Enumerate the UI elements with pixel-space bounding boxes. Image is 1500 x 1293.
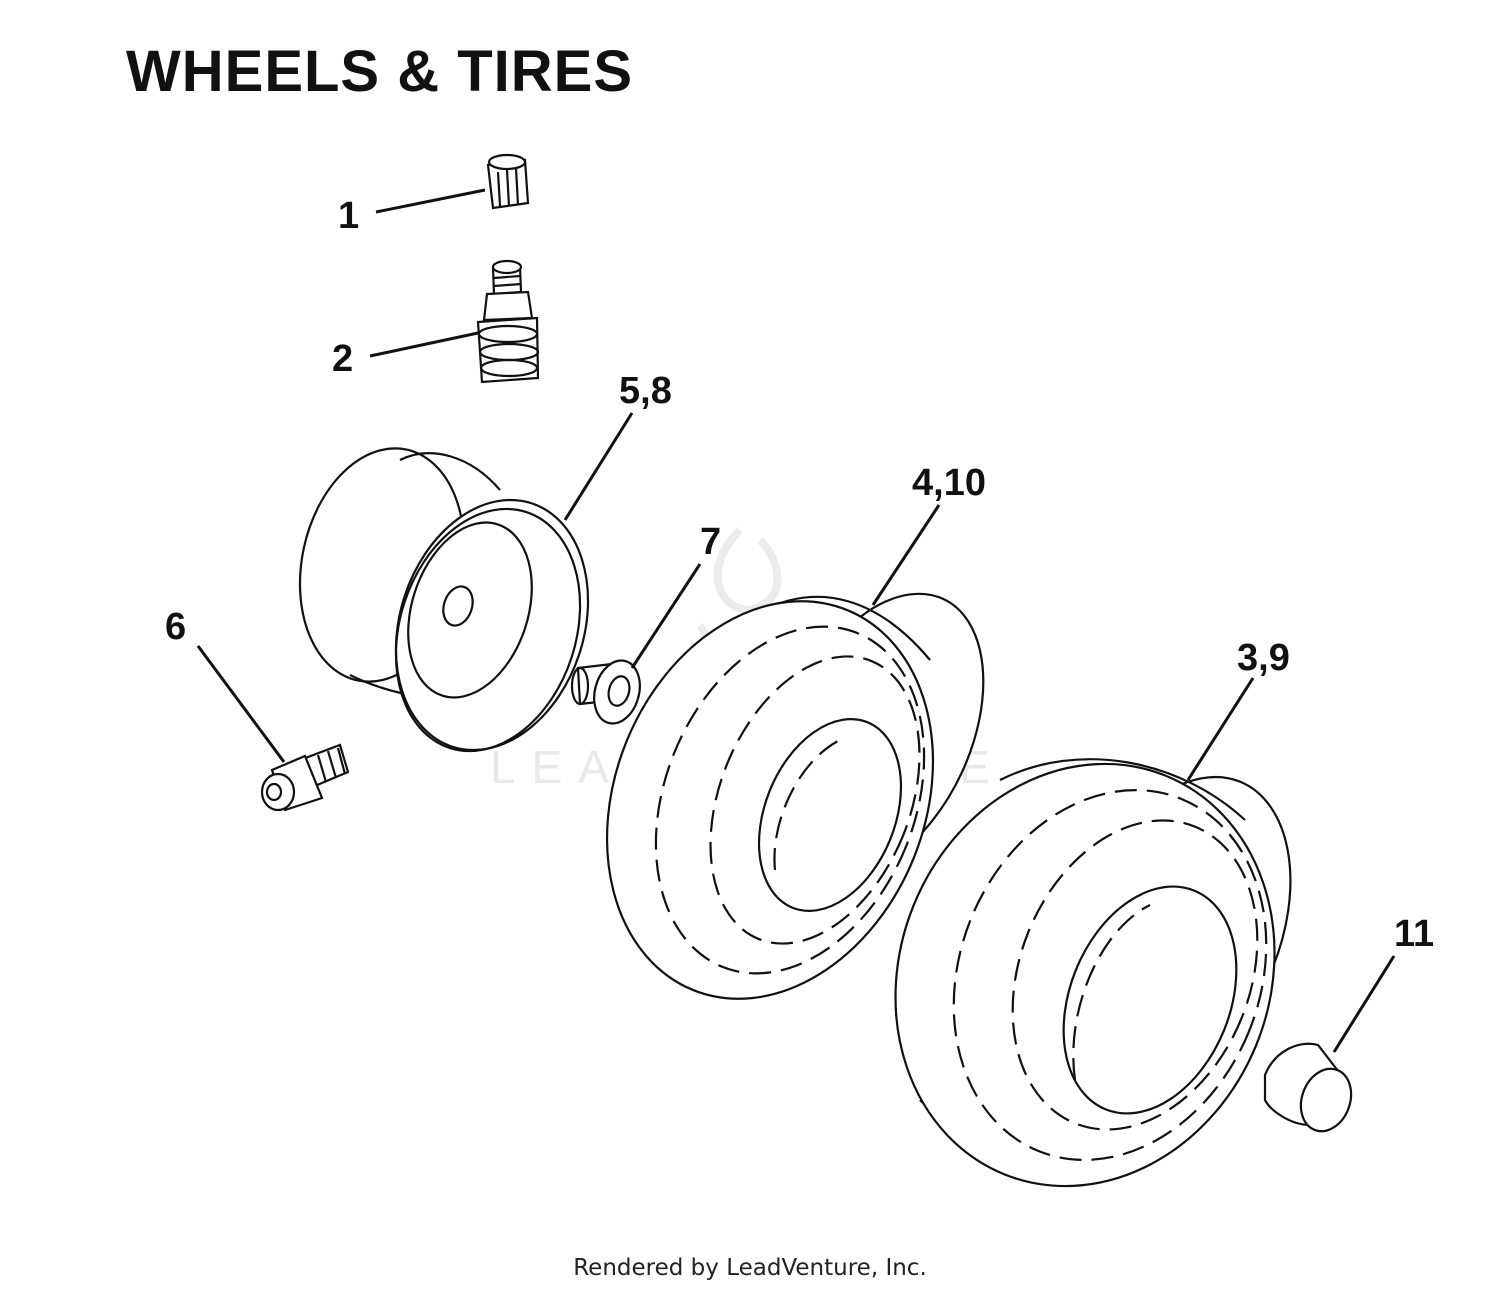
page-title: WHEELS & TIRES xyxy=(126,39,634,104)
leader-line-5-8 xyxy=(563,412,634,521)
leader-line-3-9 xyxy=(1186,677,1255,781)
leader-lines xyxy=(196,188,1396,1053)
wheel-rim-part[interactable] xyxy=(279,433,619,775)
leader-line-11 xyxy=(1332,955,1396,1053)
callout-3-9[interactable]: 3,9 xyxy=(1237,637,1290,679)
callout-6[interactable]: 6 xyxy=(165,606,187,648)
leader-line-2 xyxy=(369,331,479,358)
valve-cap-part[interactable] xyxy=(486,153,530,210)
footer-credit: Rendered by LeadVenture, Inc. xyxy=(573,1255,927,1281)
valve-stem-part[interactable] xyxy=(476,259,540,384)
bushing-part[interactable] xyxy=(570,655,647,728)
front-tire-part[interactable] xyxy=(549,552,1024,1048)
callout-5-8[interactable]: 5,8 xyxy=(619,370,672,412)
lug-bolt-part[interactable] xyxy=(260,743,350,812)
leader-line-6 xyxy=(196,645,286,763)
leader-line-1 xyxy=(375,188,486,214)
callout-7[interactable]: 7 xyxy=(700,521,722,563)
hub-cap-part[interactable] xyxy=(1263,1042,1359,1139)
callout-2[interactable]: 2 xyxy=(332,338,354,380)
callout-1[interactable]: 1 xyxy=(338,195,360,237)
leader-line-4-10 xyxy=(871,504,941,606)
callout-11[interactable]: 11 xyxy=(1394,913,1435,955)
rear-tire-part[interactable] xyxy=(833,706,1337,1243)
callout-4-10[interactable]: 4,10 xyxy=(912,462,986,504)
leader-line-7 xyxy=(630,563,702,669)
